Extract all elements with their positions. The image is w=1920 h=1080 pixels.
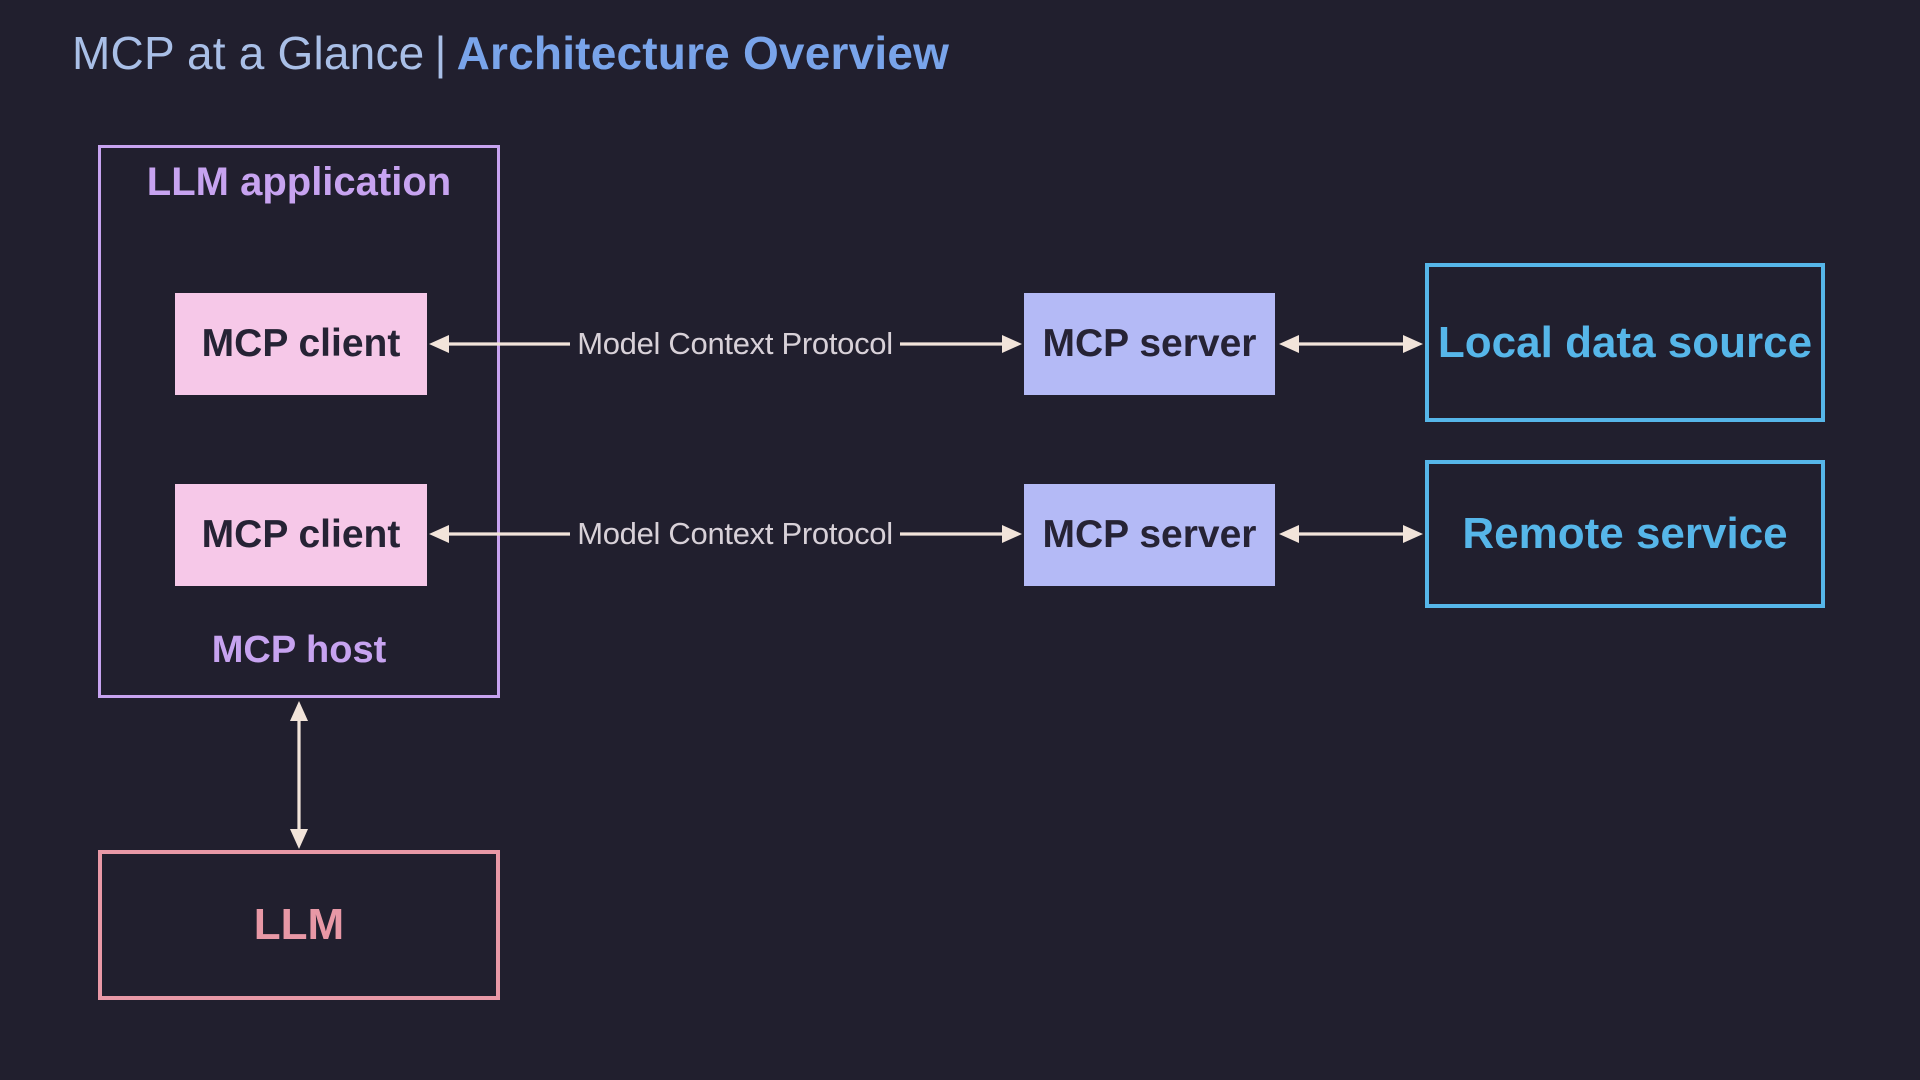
remote-service-box: Remote service <box>1425 460 1825 608</box>
slide-title: MCP at a Glance|Architecture Overview <box>72 24 949 82</box>
mcp-server-box-1: MCP server <box>1024 293 1275 395</box>
arrowhead-right-row2 <box>1002 525 1022 543</box>
arrow-server1-local <box>1279 335 1423 353</box>
title-separator: | <box>434 27 447 79</box>
mcp-client-box-2: MCP client <box>175 484 427 586</box>
arrowhead-left-server2 <box>1279 525 1299 543</box>
arrowhead-left-server1 <box>1279 335 1299 353</box>
title-prefix: MCP at a Glance <box>72 27 425 79</box>
local-data-source-box: Local data source <box>1425 263 1825 422</box>
title-emphasis: Architecture Overview <box>456 27 950 79</box>
arrowhead-right-local <box>1403 335 1423 353</box>
protocol-label-1: Model Context Protocol <box>577 326 893 361</box>
llm-application-label: LLM application <box>146 160 452 204</box>
arrowhead-right-row1 <box>1002 335 1022 353</box>
mcp-client-box-1: MCP client <box>175 293 427 395</box>
arrowhead-down-llm <box>290 829 308 849</box>
arrowhead-right-remote <box>1403 525 1423 543</box>
llm-application-container <box>98 145 500 698</box>
llm-box: LLM <box>98 850 500 1000</box>
arrowhead-up-host <box>290 701 308 721</box>
arrow-server2-remote <box>1279 525 1423 543</box>
mcp-server-box-2: MCP server <box>1024 484 1275 586</box>
arrow-host-llm <box>290 701 308 849</box>
mcp-host-label: MCP host <box>211 629 387 671</box>
protocol-label-2: Model Context Protocol <box>577 516 893 551</box>
